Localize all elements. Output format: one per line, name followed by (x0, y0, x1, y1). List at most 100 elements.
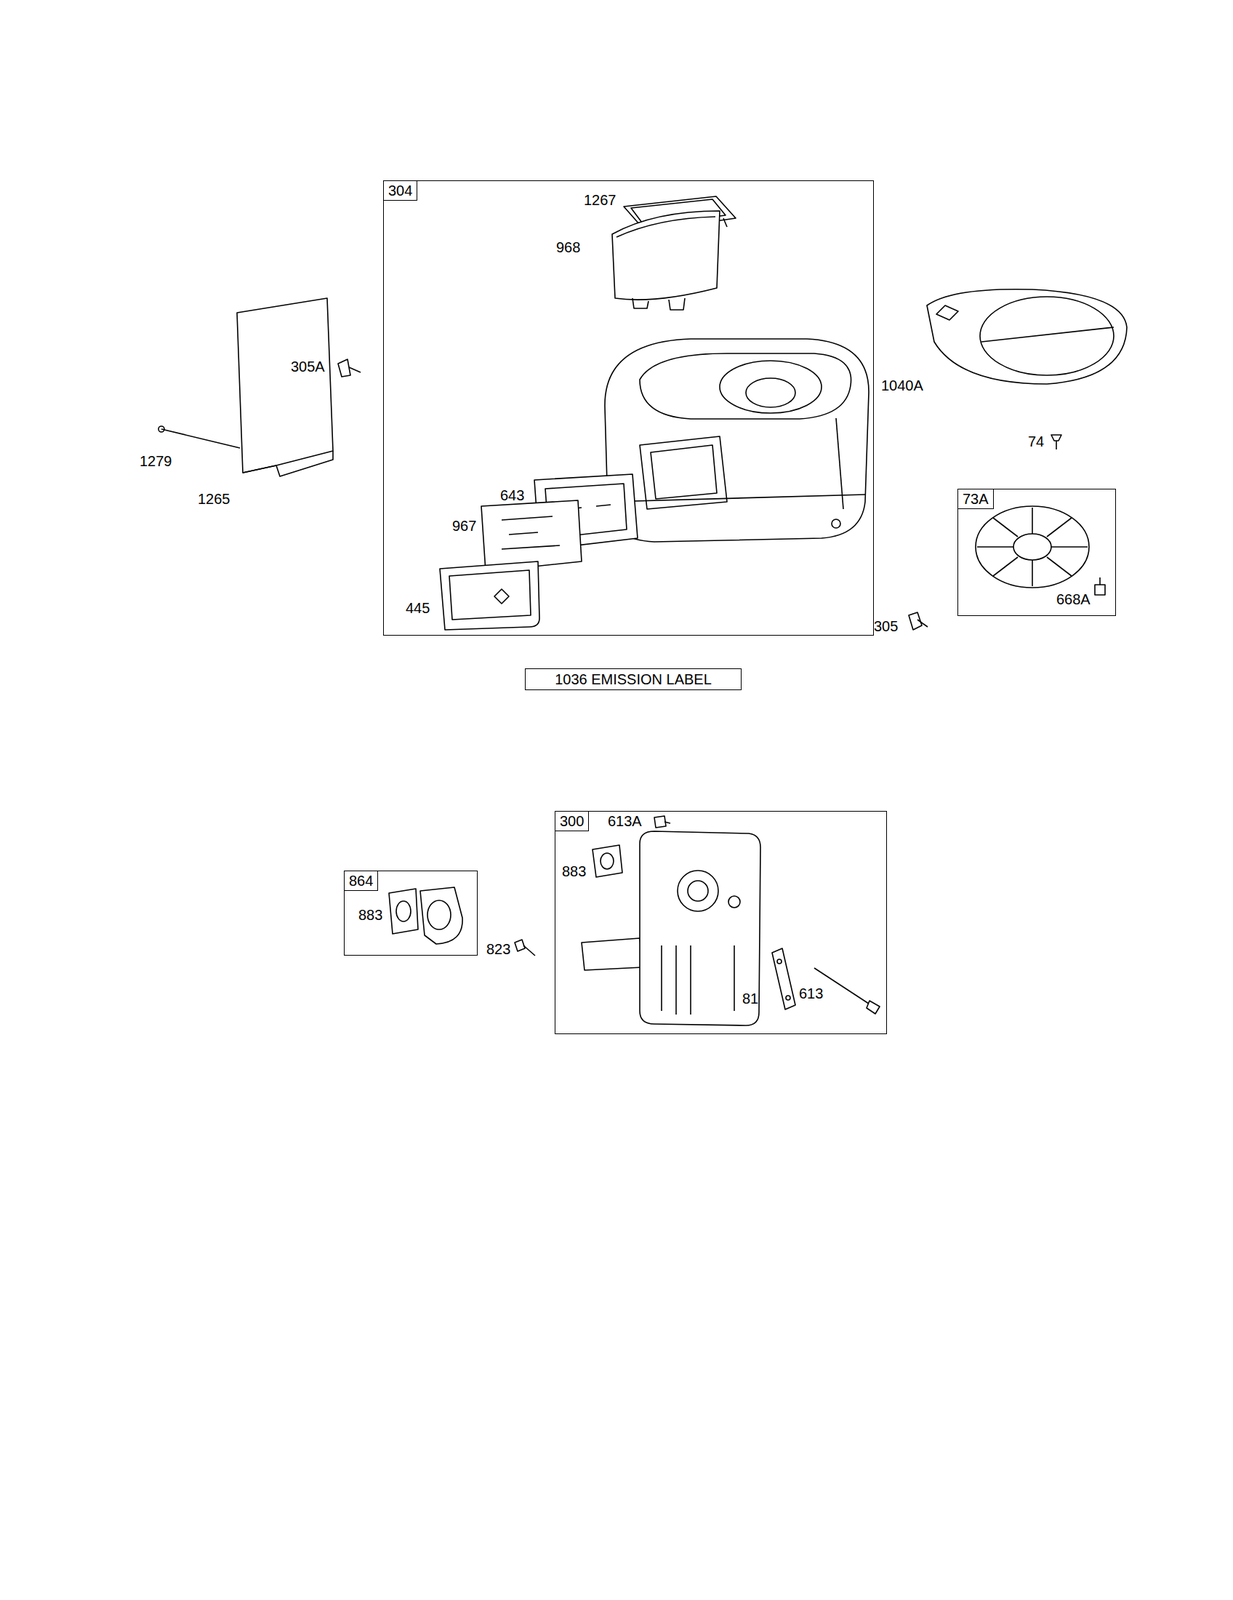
screw-305A-part (338, 359, 351, 377)
muffler-part (687, 880, 709, 901)
blower-housing-part (607, 494, 866, 502)
callout-number: 883 (561, 862, 586, 880)
air-cleaner-cover-part (612, 210, 720, 300)
group-number: 864 (344, 870, 379, 891)
blower-housing-part (745, 378, 796, 408)
screw-74-part (1051, 434, 1062, 441)
group-box: 300 613A 883 81 613 (554, 810, 887, 1034)
air-cleaner-cover-part (632, 298, 649, 309)
air-filter-part (723, 218, 728, 227)
gasket-883-a-part (388, 888, 419, 934)
cover-1040A-part (981, 327, 1114, 342)
group-box: 73A 668A (957, 488, 1116, 616)
filter-panel-445-part (449, 569, 531, 620)
blower-housing-part (836, 418, 844, 509)
label-967-part (481, 500, 582, 572)
cover-1040A-part (926, 289, 1127, 384)
label-box: 1036 EMISSION LABEL (524, 668, 742, 690)
screw-305A-part (348, 367, 361, 373)
exhaust-elbow-864 (420, 886, 463, 944)
callout-number: 81 (742, 989, 759, 1007)
rotating-screen-part (1046, 556, 1072, 576)
bolt-613 (814, 967, 880, 1014)
callout-number: 305A (290, 357, 325, 376)
label-text: 1036 EMISSION LABEL (525, 668, 741, 690)
gasket-883-b-part (600, 852, 614, 869)
callout-number: 968 (556, 238, 581, 256)
air-guide-643-part (596, 504, 611, 506)
blower-housing-part (650, 444, 717, 499)
callout-number: 1265 (197, 490, 231, 508)
bracket-81-part (777, 958, 782, 964)
muffler-part (677, 870, 719, 911)
gasket-883-b-part (592, 844, 623, 877)
screw-74 (1051, 434, 1062, 450)
label-967-part (508, 532, 538, 535)
gasket-883-a-part (396, 900, 411, 922)
rotating-screen-part (993, 517, 1018, 537)
filter-panel-445 (439, 561, 540, 630)
blower-housing-part (719, 360, 822, 413)
label-967-part (501, 545, 560, 549)
callout-number: 613 (798, 984, 823, 1002)
gasket-883-b (592, 844, 623, 877)
screw-668A-part (1099, 577, 1101, 585)
label-967-part (501, 516, 553, 520)
screw-823-part (514, 939, 525, 951)
callout-number: 668A (1056, 590, 1091, 608)
rotating-screen-part (1051, 545, 1088, 548)
rotating-screen-part (1031, 559, 1034, 586)
bolt-1279-part (158, 426, 165, 432)
muffler-part (660, 945, 663, 1011)
rotating-screen-part (1046, 517, 1072, 537)
callout-number: 1040A (881, 376, 924, 395)
gasket-883-a (388, 888, 419, 934)
air-cleaner-cover (612, 210, 720, 310)
filter-panel-445-part (439, 561, 540, 630)
bolt-1279-part (161, 428, 240, 448)
bracket-81 (772, 948, 796, 1010)
group-box: 864 883 (343, 870, 478, 956)
callout-number: 643 (500, 486, 525, 504)
air-cleaner-cover-part (668, 298, 685, 310)
screw-74-part (1055, 440, 1058, 450)
screw-305A (338, 359, 361, 377)
muffler-part (728, 895, 741, 908)
exhaust-elbow-864-part (427, 900, 451, 930)
group-number: 300 (555, 811, 589, 831)
cover-1040A (926, 289, 1127, 384)
bolt-305 (908, 612, 928, 630)
rotating-screen-part (1031, 507, 1034, 534)
bolt-1279 (158, 426, 240, 448)
rotating-screen-part (993, 556, 1018, 576)
baffle-1265-part (242, 450, 333, 477)
muffler-part (733, 945, 736, 1011)
callout-number: 305 (873, 617, 898, 635)
callout-number: 967 (452, 516, 477, 535)
rotating-screen-part (1013, 533, 1052, 560)
baffle-1265-part (237, 298, 333, 473)
callout-number: 883 (358, 905, 383, 924)
muffler-part (675, 945, 677, 1015)
bolt-613-part (866, 1000, 880, 1014)
group-number: 304 (383, 181, 418, 201)
cover-1040A-part (936, 305, 959, 320)
rotating-screen-part (975, 505, 1090, 588)
blower-housing (604, 338, 869, 542)
rotating-screen (975, 505, 1090, 588)
muffler (581, 830, 761, 1026)
blower-housing-part (639, 353, 852, 419)
group-number: 73A (958, 489, 994, 509)
air-cleaner-cover-part (616, 216, 716, 238)
bracket-81-part (785, 995, 791, 1000)
callout-number: 74 (1027, 432, 1044, 451)
screw-823-part (523, 945, 536, 956)
screw-613A (654, 815, 671, 828)
screw-613A-part (664, 821, 671, 823)
bolt-305-part (917, 619, 928, 627)
label-967 (481, 500, 582, 572)
bracket-81-part (772, 948, 796, 1010)
callout-number: 613A (607, 812, 642, 830)
